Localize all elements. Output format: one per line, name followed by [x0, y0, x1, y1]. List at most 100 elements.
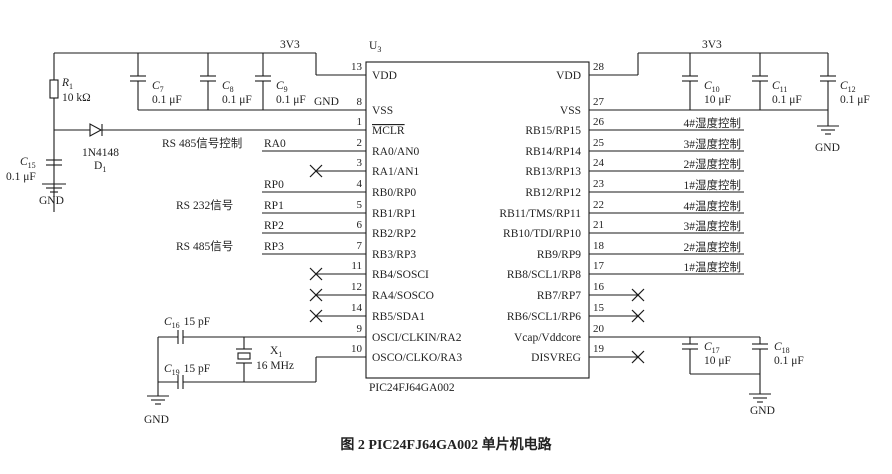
left-pin-7: 7 RB3/RP3	[262, 240, 416, 261]
ground-icon	[42, 183, 66, 193]
c17-value: 10 μF	[704, 355, 731, 367]
right-pin-22: 22 RB11/TMS/RP11	[499, 199, 744, 220]
ground-icon	[147, 395, 169, 405]
svg-text:14: 14	[351, 302, 363, 314]
ground-icon	[817, 125, 839, 135]
note-rs485-ctrl: RS 485信号控制	[162, 136, 242, 150]
svg-text:RB3/RP3: RB3/RP3	[372, 249, 416, 261]
svg-text:D1: D1	[94, 160, 106, 174]
svg-text:RB15/RP15: RB15/RP15	[525, 125, 581, 137]
c8-value: 0.1 μF	[222, 94, 252, 106]
svg-text:15: 15	[593, 302, 605, 314]
gnd-label-right-bottom: GND	[750, 405, 775, 417]
left-pin-4: 4 RB0/RP0	[262, 178, 416, 199]
left-pin-6: 6 RB2/RP2	[262, 219, 416, 240]
note-rs485: RS 485信号	[176, 240, 233, 253]
right-pin-20: 20 Vcap/Vddcore	[514, 323, 760, 344]
net-rp2: RP2	[264, 220, 284, 232]
net-rp0: RP0	[264, 179, 284, 191]
gnd-label-crystal: GND	[144, 414, 169, 426]
svg-text:VSS: VSS	[372, 105, 393, 117]
right-pin-26: 26 RB15/RP15	[525, 116, 744, 137]
note-rs232: RS 232信号	[176, 199, 233, 212]
diode-d1: 1N4148 D1	[82, 123, 119, 174]
left-pin-12: 12 RA4/SOSCO	[316, 281, 434, 302]
chip-ref: U3	[369, 40, 381, 54]
left-pin-9: 9 OSCI/CLKIN/RA2	[316, 323, 462, 344]
left-power-rail: 3V3	[54, 39, 317, 75]
svg-text:1N4148: 1N4148	[82, 147, 119, 159]
svg-text:11: 11	[351, 260, 362, 272]
c9-ref: C9	[276, 80, 288, 94]
svg-text:RB12/RP12: RB12/RP12	[525, 187, 581, 199]
svg-text:6: 6	[357, 219, 363, 231]
right-pin-19: 19 DISVREG	[531, 343, 638, 364]
c8-ref: C8	[222, 80, 234, 94]
right-pin-25: 25 RB14/RP14	[525, 137, 744, 158]
svg-text:RB4/SOSCI: RB4/SOSCI	[372, 269, 429, 281]
svg-text:RB1/RP1: RB1/RP1	[372, 208, 416, 220]
capacitor-c15: C15 0.1 μF	[6, 156, 62, 183]
c11-ref: C11	[772, 80, 787, 94]
svg-text:RB6/SCL1/RP6: RB6/SCL1/RP6	[507, 311, 581, 323]
svg-text:7: 7	[357, 240, 363, 252]
c7-ref: C7	[152, 80, 164, 94]
svg-text:0.1 μF: 0.1 μF	[6, 171, 36, 183]
svg-text:5: 5	[357, 199, 363, 211]
c7-value: 0.1 μF	[152, 94, 182, 106]
svg-text:27: 27	[593, 96, 605, 108]
right-pin-23: 23 RB12/RP12	[525, 178, 744, 199]
svg-text:10 kΩ: 10 kΩ	[62, 92, 91, 104]
chip-part-label: PIC24FJ64GA002	[369, 382, 455, 394]
c10-ref: C10	[704, 80, 720, 94]
svg-text:3: 3	[357, 157, 363, 169]
svg-text:12: 12	[351, 281, 362, 293]
svg-text:10: 10	[351, 343, 363, 355]
left-pin-14: 14 RB5/SDA1	[316, 302, 425, 323]
no-connect-icon	[309, 164, 645, 364]
c10-value: 10 μF	[704, 94, 731, 106]
svg-text:2: 2	[357, 137, 363, 149]
svg-text:21: 21	[593, 219, 604, 231]
c12-value: 0.1 μF	[840, 94, 870, 106]
output-label: 2#湿度控制	[684, 157, 742, 171]
svg-text:RB0/RP0: RB0/RP0	[372, 187, 416, 199]
svg-text:RB8/SCL1/RP8: RB8/SCL1/RP8	[507, 269, 581, 281]
figure-caption: 图 2 PIC24FJ64GA002 单片机电路	[340, 436, 552, 453]
gnd-label-c15: GND	[39, 195, 64, 207]
left-pin-11: 11 RB4/SOSCI	[316, 260, 429, 281]
svg-text:RA1/AN1: RA1/AN1	[372, 166, 420, 178]
svg-text:3V3: 3V3	[702, 39, 722, 51]
right-pin-16: 16 RB7/RP7	[537, 281, 638, 302]
right-pin-24: 24 RB13/RP13	[525, 157, 744, 178]
c18-ref: C18	[774, 341, 790, 355]
crystal-circuit	[157, 330, 317, 396]
svg-text:3V3: 3V3	[280, 39, 300, 51]
ground-icon	[749, 393, 771, 403]
svg-text:RB14/RP14: RB14/RP14	[525, 146, 581, 158]
output-label: 4#温度控制	[684, 199, 742, 213]
svg-text:VDD: VDD	[372, 70, 397, 82]
svg-text:9: 9	[357, 323, 363, 335]
left-pin-8: 8 VSS	[310, 96, 393, 117]
svg-text:13: 13	[351, 61, 363, 73]
svg-text:4: 4	[357, 178, 363, 190]
output-label: 2#温度控制	[684, 240, 742, 254]
svg-text:RA4/SOSCO: RA4/SOSCO	[372, 290, 434, 302]
svg-text:16: 16	[593, 281, 605, 293]
svg-text:VSS: VSS	[560, 105, 581, 117]
decoupling-bank-left	[130, 53, 310, 111]
output-label: 3#湿度控制	[684, 137, 742, 151]
svg-text:Vcap/Vddcore: Vcap/Vddcore	[514, 332, 581, 344]
c9-value: 0.1 μF	[276, 94, 306, 106]
left-pin-10: 10 OSCO/CLKO/RA3	[316, 343, 462, 364]
svg-text:26: 26	[593, 116, 605, 128]
svg-text:RB5/SDA1: RB5/SDA1	[372, 311, 425, 323]
right-pin-15: 15 RB6/SCL1/RP6	[507, 302, 638, 323]
c11-value: 0.1 μF	[772, 94, 802, 106]
left-pin-5: 5 RB1/RP1	[262, 199, 416, 220]
chip-body	[365, 61, 590, 379]
svg-text:C15: C15	[20, 156, 36, 170]
